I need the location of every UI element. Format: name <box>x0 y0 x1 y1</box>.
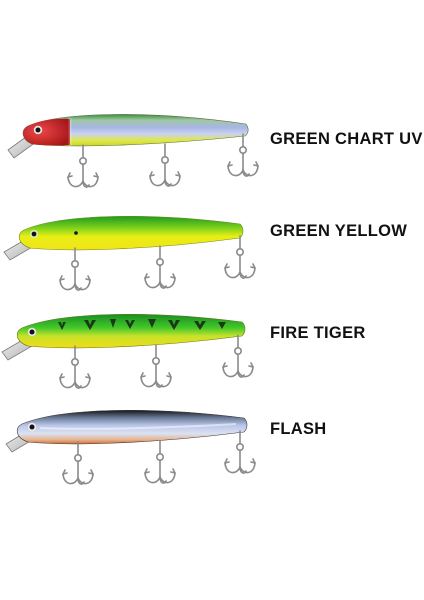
eye-icon <box>27 422 37 432</box>
treble-hook-icon <box>222 334 254 378</box>
lure-row-flash: FLASH <box>0 400 424 520</box>
lure-color-name: FIRE TIGER <box>270 324 366 342</box>
lure-row-green-chart-uv: GREEN CHART UV <box>0 100 424 220</box>
treble-hook-icon <box>67 144 99 188</box>
lure-image-flash <box>5 409 256 485</box>
lure-color-name: FLASH <box>270 420 327 438</box>
treble-hook-icon <box>149 143 181 187</box>
treble-hook-icon <box>59 247 91 291</box>
treble-hook-icon <box>140 344 172 388</box>
lure-image-green-yellow <box>3 216 256 291</box>
treble-hook-icon <box>227 133 259 177</box>
lure-color-name: GREEN CHART UV <box>270 130 423 148</box>
treble-hook-icon <box>144 245 176 289</box>
treble-hook-icon <box>224 235 256 279</box>
eye-icon <box>27 327 37 337</box>
lure-row-green-yellow: GREEN YELLOW <box>0 200 424 320</box>
treble-hook-icon <box>59 345 91 389</box>
lure-color-name: GREEN YELLOW <box>270 222 408 240</box>
treble-hook-icon <box>62 441 94 485</box>
eye-icon <box>30 230 38 238</box>
eye-icon <box>33 125 43 135</box>
treble-hook-icon <box>224 430 256 474</box>
lure-row-fire-tiger: FIRE TIGER <box>0 300 424 420</box>
treble-hook-icon <box>144 440 176 484</box>
lure-image-fire-tiger <box>1 314 254 389</box>
lure-image-green-chart-uv <box>7 114 259 188</box>
